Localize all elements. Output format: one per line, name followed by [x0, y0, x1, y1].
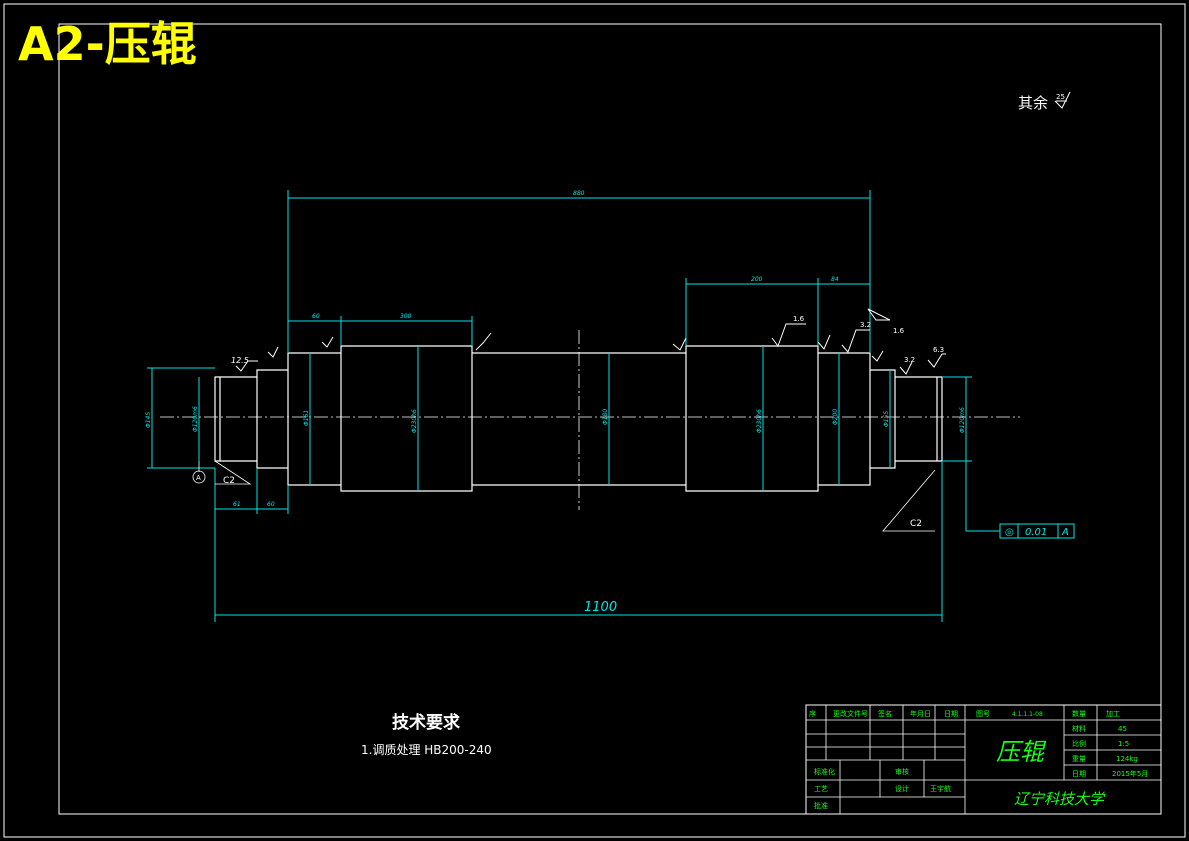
chamfer-label: C2: [910, 519, 922, 529]
tb-material-label: 材料: [1072, 724, 1086, 733]
tech-requirements-title: 技术要求: [392, 712, 460, 733]
chamfer-label: C2: [223, 476, 235, 486]
roughness-label: 3.2: [904, 356, 915, 364]
diameter-labels: Φ145 Φ120m6 Φ161 Φ230h6 Φ180 Φ230h6 Φ200…: [145, 406, 966, 433]
roughness-marks: [235, 308, 946, 375]
tb-designer: 王宇航: [930, 784, 951, 793]
tb-count-label: 数量: [1072, 709, 1086, 718]
tb-process-label: 工艺: [814, 785, 828, 793]
diameter-label: Φ145: [145, 412, 152, 428]
roughness-label: 3.2: [860, 321, 871, 329]
dim-300: 300: [400, 313, 412, 320]
tb-design-label: 设计: [895, 784, 909, 793]
tb-header: 日期: [944, 710, 958, 718]
datum-label: A: [196, 474, 201, 482]
dim-1100: 1100: [584, 600, 617, 615]
tb-proc-label: 加工: [1106, 709, 1120, 718]
diameter-label: Φ230h6: [411, 409, 418, 433]
tb-drawing-no-label: 图号: [976, 710, 990, 718]
dim-200: 200: [751, 276, 763, 283]
tolerance-datum: A: [1061, 527, 1069, 538]
outer-frame: [3, 3, 1186, 838]
tb-header: 签名: [878, 709, 892, 718]
tb-scale: 1:5: [1118, 740, 1129, 748]
tb-scale-label: 比例: [1072, 739, 1086, 748]
tolerance-value: 0.01: [1025, 527, 1047, 538]
tb-material: 45: [1118, 725, 1127, 733]
dim-880: 880: [573, 190, 585, 197]
inner-frame: [58, 23, 1162, 815]
dimension-lines: [147, 190, 1000, 622]
chamfer-leader: [882, 469, 936, 532]
dim-60: 60: [312, 313, 320, 320]
roughness-label: 6.3: [933, 346, 944, 354]
diameter-label: Φ230h6: [756, 409, 763, 433]
chamfer-leader: [214, 460, 252, 485]
roughness-label: 12.5: [231, 356, 249, 365]
concentricity-icon: ◎: [1005, 527, 1014, 538]
tb-header: 年月日: [910, 709, 931, 718]
datum-circle-icon: [192, 470, 206, 484]
dim-84: 84: [831, 276, 839, 283]
tb-header: 更改文件号: [833, 709, 868, 718]
tb-school: 辽宁科技大学: [1014, 790, 1106, 808]
tb-date-label: 日期: [1072, 770, 1086, 778]
tb-approve-label: 批准: [814, 801, 828, 810]
tb-weight-label: 重量: [1072, 755, 1086, 763]
diameter-label: Φ155: [883, 411, 890, 427]
tb-header: 序: [809, 709, 816, 718]
title-block: [805, 704, 1162, 815]
tolerance-frame: ◎ 0.01 A: [999, 523, 1075, 539]
tech-requirement-item: 1.调质处理 HB200-240: [361, 743, 492, 757]
diameter-label: Φ180: [602, 409, 609, 425]
tb-weight: 124kg: [1116, 755, 1138, 763]
tb-part-name: 压辊: [996, 738, 1047, 766]
surface-note-text: 其余: [1018, 94, 1048, 112]
diameter-label: Φ120m6: [959, 407, 966, 433]
sheet-title: A2-压辊: [18, 17, 197, 71]
tb-std-label: 标准化: [814, 767, 835, 776]
dim-60-bottom: 60: [267, 501, 275, 508]
tb-check-label: 审核: [895, 767, 909, 776]
diameter-label: Φ200: [832, 409, 839, 425]
roughness-label: 1.6: [793, 315, 805, 323]
tb-date: 2015年5月: [1112, 769, 1148, 778]
roughness-symbol-icon: [1054, 91, 1071, 109]
roughness-label: 1.6: [893, 327, 905, 335]
diameter-label: Φ120m6: [192, 406, 199, 432]
surface-note-roughness: 25: [1056, 93, 1065, 101]
tb-drawing-no: 4.1.1.1-08: [1012, 711, 1043, 718]
dim-61: 61: [233, 501, 241, 508]
diameter-label: Φ161: [303, 410, 310, 426]
